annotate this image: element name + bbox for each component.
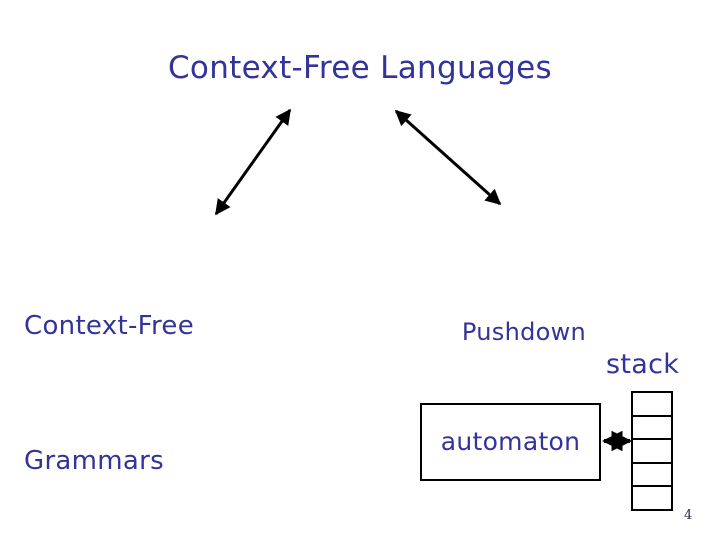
page-number: 4 [684, 508, 693, 523]
label-pushdown-automata: Pushdown Automata [424, 222, 624, 540]
stack-label: stack [606, 349, 680, 380]
stack-column [631, 391, 673, 511]
automaton-box: automaton [420, 403, 601, 481]
stack-cell [633, 464, 671, 488]
label-context-free-grammars: Context-Free Grammars [24, 214, 194, 540]
stack-cell [633, 393, 671, 417]
stack-cell [633, 440, 671, 464]
arrow-title-to-grammars [214, 108, 292, 216]
stack-cell [633, 417, 671, 441]
stack-cell [633, 487, 671, 509]
cfg-line-2: Grammars [24, 446, 164, 476]
automaton-label: automaton [440, 427, 581, 456]
pda-line-1: Pushdown [461, 318, 587, 346]
cfg-line-1: Context-Free [24, 311, 195, 341]
page-title: Context-Free Languages [167, 50, 552, 86]
arrow-title-to-automata [394, 109, 502, 206]
